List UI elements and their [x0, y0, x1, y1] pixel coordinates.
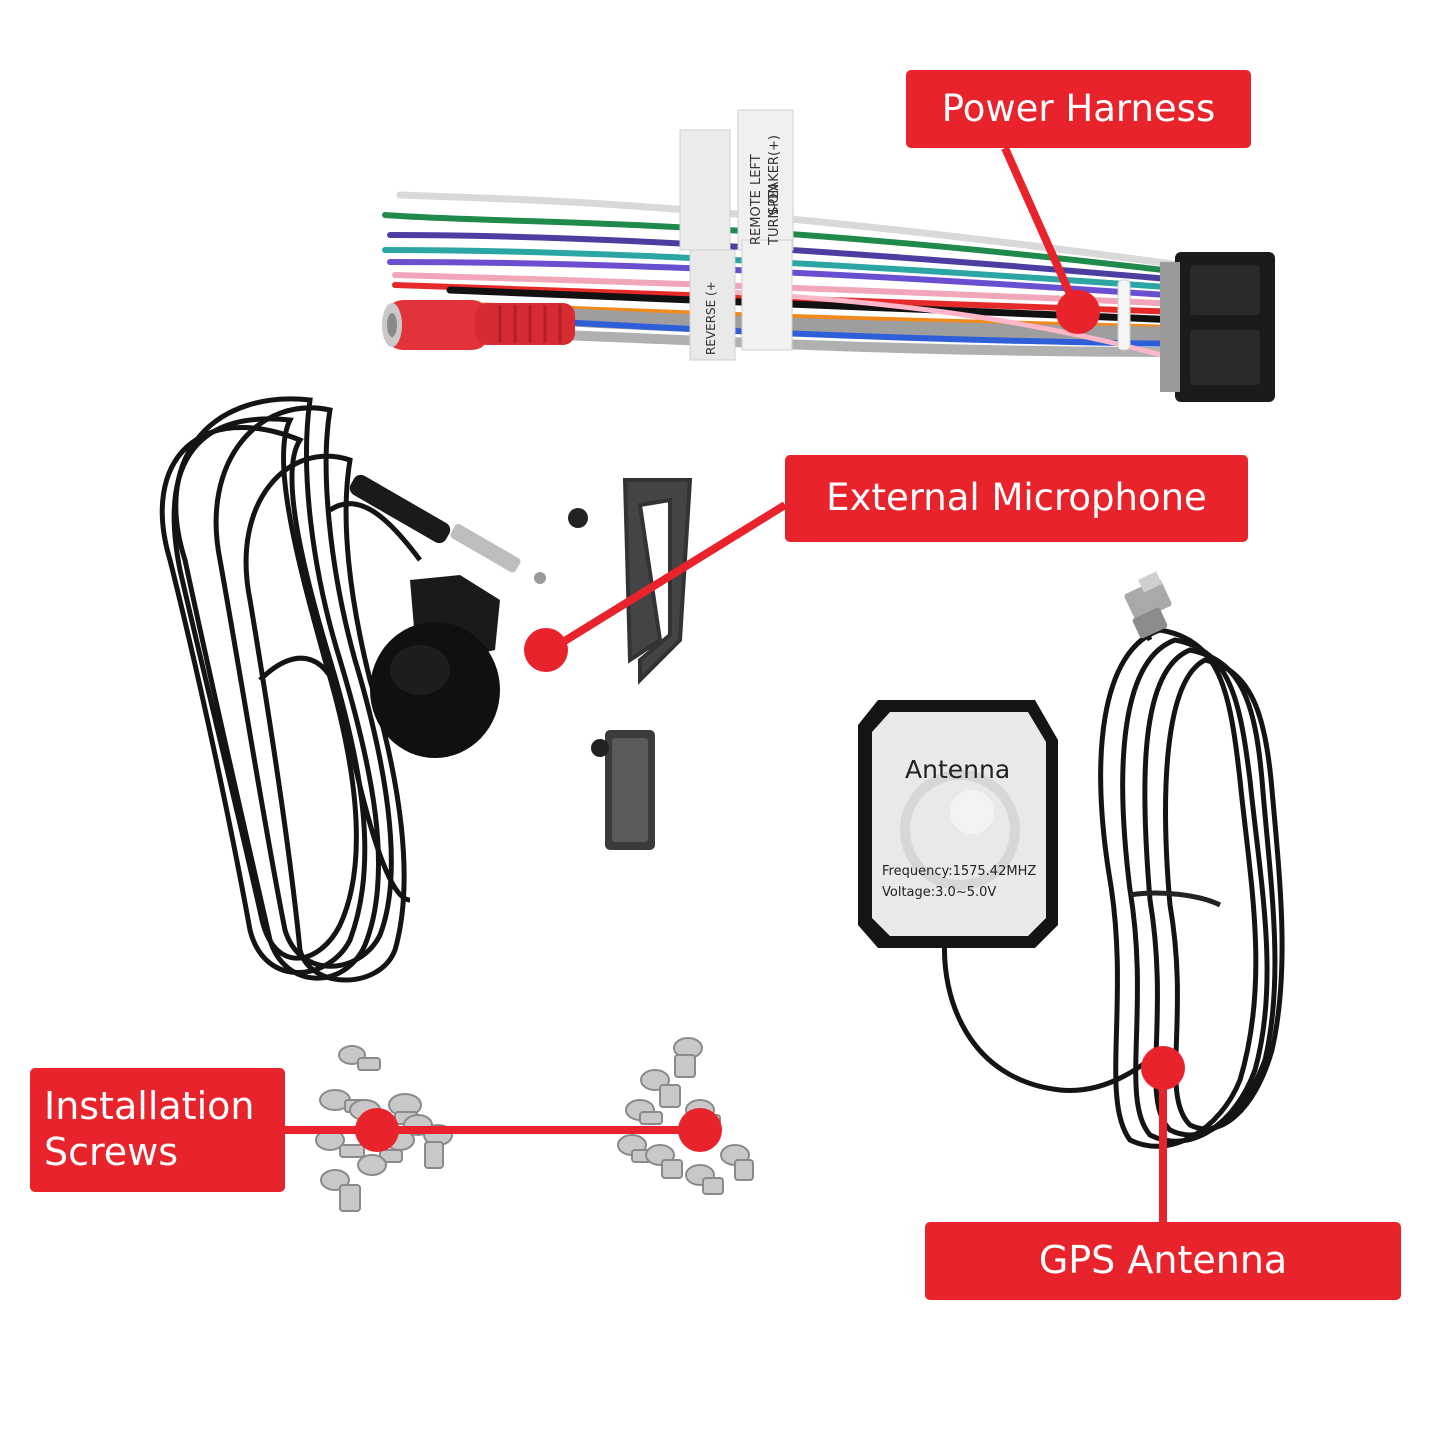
callout-gps-antenna: GPS Antenna — [925, 1222, 1401, 1300]
gps-dot-icon — [1141, 1046, 1185, 1090]
callout-installation-text: Installation — [44, 1084, 255, 1129]
tag-reverse: REVERSE (+ — [704, 281, 718, 355]
callout-external-microphone-text: External Microphone — [826, 476, 1207, 520]
adhesive-mount — [591, 730, 655, 850]
tag-left: LEFT — [749, 154, 764, 185]
antenna-voltage: Voltage:3.0~5.0V — [882, 885, 996, 900]
microphone-dot-icon — [524, 628, 568, 672]
harness-tags: REMOTE TURN-ON LEFT SPEAKER(+) REVERSE (… — [679, 109, 794, 361]
tag-remote: REMOTE — [749, 190, 764, 245]
callout-external-microphone: External Microphone — [785, 455, 1248, 542]
sma-connector — [1124, 571, 1172, 639]
tag-turn-on: TURN-ON — [767, 184, 782, 246]
callout-screws-text: Screws — [44, 1130, 179, 1174]
tag-speaker: SPEAKER(+) — [767, 135, 782, 215]
callout-lines — [285, 146, 1167, 1222]
gps-antenna: Antenna Frequency:1575.42MHZ Voltage:3.0… — [858, 571, 1285, 1149]
power-harness-dot-icon — [1056, 290, 1100, 334]
external-microphone — [159, 396, 546, 983]
screws-left-dot-icon — [355, 1108, 399, 1152]
harness-connector — [1160, 252, 1275, 402]
callout-installation-screws: Installation Screws — [30, 1068, 285, 1192]
callout-gps-antenna-text: GPS Antenna — [1038, 1238, 1288, 1283]
rca-jack — [382, 300, 575, 350]
screws-right-dot-icon — [678, 1108, 722, 1152]
callout-power-harness: Power Harness — [906, 70, 1251, 148]
callout-dots — [355, 290, 1185, 1152]
antenna-title: Antenna — [905, 755, 1010, 784]
callout-power-harness-text: Power Harness — [941, 86, 1216, 130]
antenna-frequency: Frequency:1575.42MHZ — [882, 864, 1036, 879]
mic-clip — [568, 478, 693, 685]
power-harness: REMOTE TURN-ON LEFT SPEAKER(+) REVERSE (… — [382, 109, 1275, 402]
mic-plug — [349, 474, 546, 584]
